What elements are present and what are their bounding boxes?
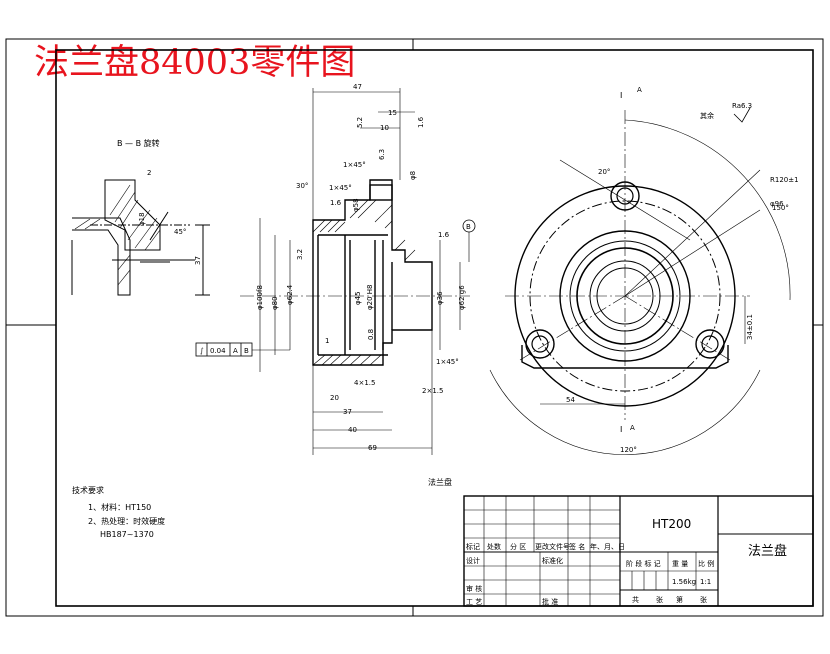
svg-text:φ20 H8: φ20 H8 <box>366 285 374 310</box>
svg-text:签 名: 签 名 <box>569 542 585 551</box>
svg-text:1:1: 1:1 <box>700 578 711 586</box>
svg-text:φ96: φ96 <box>770 200 784 208</box>
svg-text:120°: 120° <box>620 446 637 454</box>
svg-text:张: 张 <box>656 595 663 604</box>
main-section-view <box>312 179 433 366</box>
svg-text:1.6: 1.6 <box>417 116 425 128</box>
svg-text:1×45°: 1×45° <box>436 358 459 366</box>
svg-text:φ58: φ58 <box>352 198 360 212</box>
roughness-label: 其余 <box>700 111 714 120</box>
svg-text:4×1.5: 4×1.5 <box>354 379 375 387</box>
svg-text:0.8: 0.8 <box>367 329 375 340</box>
geometric-tolerance-frame: ∫ 0.04 A B <box>195 342 290 357</box>
svg-text:分 区: 分 区 <box>510 542 526 551</box>
svg-text:6.3: 6.3 <box>378 149 386 160</box>
svg-text:φ36: φ36 <box>436 291 444 305</box>
svg-text:重 量: 重 量 <box>672 560 688 568</box>
svg-text:阶 段 标 记: 阶 段 标 记 <box>626 559 661 568</box>
svg-text:37: 37 <box>194 256 202 265</box>
svg-text:φ45: φ45 <box>354 291 362 305</box>
svg-text:φ62 g6: φ62 g6 <box>458 285 466 310</box>
svg-text:Ra6.3: Ra6.3 <box>732 102 752 110</box>
part-view-caption: 法兰盘 <box>428 477 452 487</box>
svg-text:45°: 45° <box>174 228 186 236</box>
svg-text:R120±1: R120±1 <box>770 176 799 184</box>
part-name: 法兰盘 <box>748 543 787 559</box>
svg-text:37: 37 <box>343 408 352 416</box>
svg-text:1.56kg: 1.56kg <box>672 578 696 586</box>
svg-text:30°: 30° <box>296 182 308 190</box>
svg-text:I: I <box>620 425 622 434</box>
svg-text:1、材料：HT150: 1、材料：HT150 <box>88 502 151 512</box>
title-block <box>463 495 814 607</box>
svg-text:5.2: 5.2 <box>356 117 364 128</box>
svg-text:HB187~1370: HB187~1370 <box>100 530 154 539</box>
svg-text:1: 1 <box>325 337 329 345</box>
svg-text:年、月、日: 年、月、日 <box>590 542 625 551</box>
svg-text:34±0.1: 34±0.1 <box>746 314 754 340</box>
datum-b-symbol: B <box>462 219 476 262</box>
svg-text:69: 69 <box>368 444 377 452</box>
svg-text:处数: 处数 <box>487 542 501 551</box>
svg-text:标记: 标记 <box>466 542 480 551</box>
section-view-bb <box>71 179 210 296</box>
svg-text:φ18: φ18 <box>138 212 146 226</box>
svg-text:工 艺: 工 艺 <box>466 598 482 606</box>
svg-text:0.04: 0.04 <box>210 347 226 355</box>
svg-text:2×1.5: 2×1.5 <box>422 387 443 395</box>
svg-text:φ8: φ8 <box>409 171 417 180</box>
svg-text:φ62.4: φ62.4 <box>286 284 294 305</box>
svg-text:∫: ∫ <box>200 347 204 355</box>
section-bb-hatch <box>74 184 161 286</box>
svg-text:更改文件号: 更改文件号 <box>535 542 570 551</box>
svg-text:1×45°: 1×45° <box>329 184 352 192</box>
svg-text:1.6: 1.6 <box>330 199 342 207</box>
svg-text:47: 47 <box>353 83 362 91</box>
svg-text:比 例: 比 例 <box>698 559 714 568</box>
svg-text:B: B <box>244 347 249 355</box>
front-view <box>489 110 791 455</box>
svg-text:批 准: 批 准 <box>542 597 558 606</box>
svg-text:审 核: 审 核 <box>466 584 482 593</box>
main-section-hatch <box>312 199 416 366</box>
svg-text:2、热处理：时效硬度: 2、热处理：时效硬度 <box>88 516 165 526</box>
section-label: B — B 旋转 <box>117 138 160 148</box>
svg-text:10: 10 <box>380 124 389 132</box>
svg-text:共: 共 <box>632 595 639 604</box>
svg-text:2: 2 <box>147 169 151 177</box>
svg-text:20: 20 <box>330 394 339 402</box>
svg-text:B: B <box>466 223 471 231</box>
svg-text:15: 15 <box>388 109 397 117</box>
svg-text:1×45°: 1×45° <box>343 161 366 169</box>
svg-text:A: A <box>233 347 238 355</box>
svg-text:第: 第 <box>676 595 683 604</box>
svg-text:54: 54 <box>566 396 575 404</box>
inner-frame <box>55 49 814 607</box>
svg-text:150°: 150° <box>772 204 789 212</box>
svg-text:1.6: 1.6 <box>438 231 450 239</box>
svg-text:3.2: 3.2 <box>296 249 304 260</box>
tech-req-heading: 技术要求 <box>72 485 104 495</box>
svg-text:张: 张 <box>700 595 707 604</box>
svg-text:设计: 设计 <box>466 556 480 565</box>
svg-text:I: I <box>620 91 622 100</box>
outer-frame <box>5 38 824 617</box>
svg-text:A: A <box>637 86 642 94</box>
svg-text:φ100f8: φ100f8 <box>256 285 264 310</box>
svg-text:φ80: φ80 <box>271 296 279 310</box>
svg-text:40: 40 <box>348 426 357 434</box>
svg-text:标准化: 标准化 <box>542 556 563 565</box>
material-label: HT200 <box>652 517 691 531</box>
svg-text:20°: 20° <box>598 168 610 176</box>
svg-text:A: A <box>630 424 635 432</box>
